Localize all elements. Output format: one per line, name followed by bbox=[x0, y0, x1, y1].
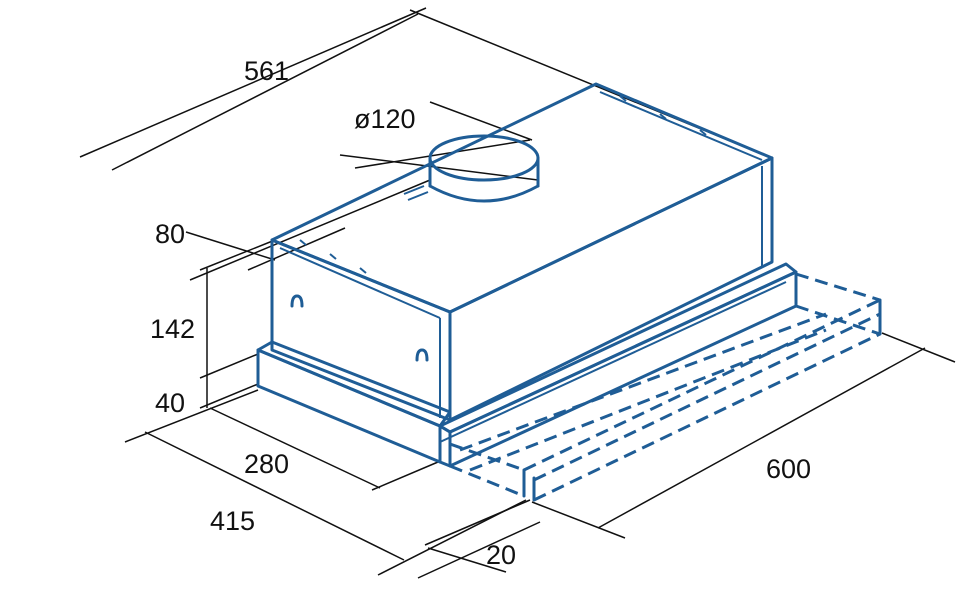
dim-line-80-upper bbox=[185, 231, 276, 261]
drawer-left-top bbox=[449, 442, 525, 472]
label-40: 40 bbox=[155, 388, 185, 418]
hood-body bbox=[270, 82, 774, 422]
dim-line-120-a bbox=[339, 154, 539, 181]
mounting-slot-left-icon bbox=[290, 294, 304, 308]
duct-clip-icon bbox=[403, 185, 429, 201]
rivet-d bbox=[619, 95, 627, 102]
label-142: 142 bbox=[150, 314, 195, 344]
label-20: 20 bbox=[486, 540, 516, 570]
dim-line-415-left-ext bbox=[124, 389, 259, 443]
dim-line-600-right-ext bbox=[881, 332, 956, 363]
dimension-labels: 561 ø120 80 142 40 280 415 600 20 bbox=[150, 56, 811, 570]
rivet-f bbox=[699, 129, 707, 136]
dim-line-280-ext bbox=[371, 461, 439, 491]
dim-line-120-ext bbox=[429, 101, 533, 141]
mounting-slot-right-icon bbox=[415, 348, 429, 362]
drawer-front-top bbox=[523, 298, 881, 472]
drawer-front-bottom bbox=[533, 332, 881, 502]
duct-bottom-curve bbox=[428, 184, 540, 203]
dim-line-40-tick-bottom bbox=[199, 383, 259, 409]
label-diameter-120: ø120 bbox=[354, 104, 416, 134]
drawer-front-mid bbox=[533, 312, 881, 482]
label-561: 561 bbox=[244, 56, 289, 86]
dim-line-80-base bbox=[189, 179, 431, 281]
hood-base bbox=[256, 262, 798, 468]
hood-side-face bbox=[448, 156, 774, 422]
rivet-e bbox=[659, 113, 667, 120]
dim-line-280 bbox=[209, 407, 381, 489]
dim-line-561 bbox=[111, 13, 419, 171]
drawer-inner-line-a bbox=[459, 312, 827, 452]
dim-line-600 bbox=[597, 347, 926, 529]
rivet-a bbox=[299, 239, 307, 246]
dim-line-120-b bbox=[354, 139, 531, 169]
base-top-left bbox=[256, 340, 452, 428]
dim-line-20-c bbox=[417, 521, 541, 579]
hood-front-top-edge bbox=[279, 247, 441, 319]
dim-line-415 bbox=[144, 431, 405, 561]
dim-line-142-tick-top bbox=[199, 239, 276, 271]
rivet-c bbox=[359, 267, 367, 274]
dimension-lines bbox=[79, 7, 956, 579]
dim-line-20-b bbox=[427, 547, 507, 573]
label-80: 80 bbox=[155, 219, 185, 249]
base-top-strip bbox=[438, 262, 798, 434]
dim-line-142-tick-mid bbox=[199, 353, 259, 379]
dim-line-600-left-ext bbox=[531, 501, 626, 539]
telescopic-drawer-extension bbox=[449, 272, 882, 502]
label-280: 280 bbox=[244, 449, 289, 479]
drawer-left-bottom bbox=[449, 464, 525, 498]
label-600: 600 bbox=[766, 454, 811, 484]
hood-top-back-edge bbox=[599, 91, 763, 161]
rivet-b bbox=[329, 253, 337, 260]
dim-line-20-a bbox=[424, 499, 531, 546]
drawer-right-top bbox=[795, 272, 881, 302]
dim-line-561-left-ext bbox=[79, 7, 427, 158]
drawer-inner-line-b bbox=[469, 328, 827, 472]
duct-collar bbox=[403, 134, 540, 203]
label-415: 415 bbox=[210, 506, 255, 536]
base-inner-edge bbox=[439, 281, 787, 443]
